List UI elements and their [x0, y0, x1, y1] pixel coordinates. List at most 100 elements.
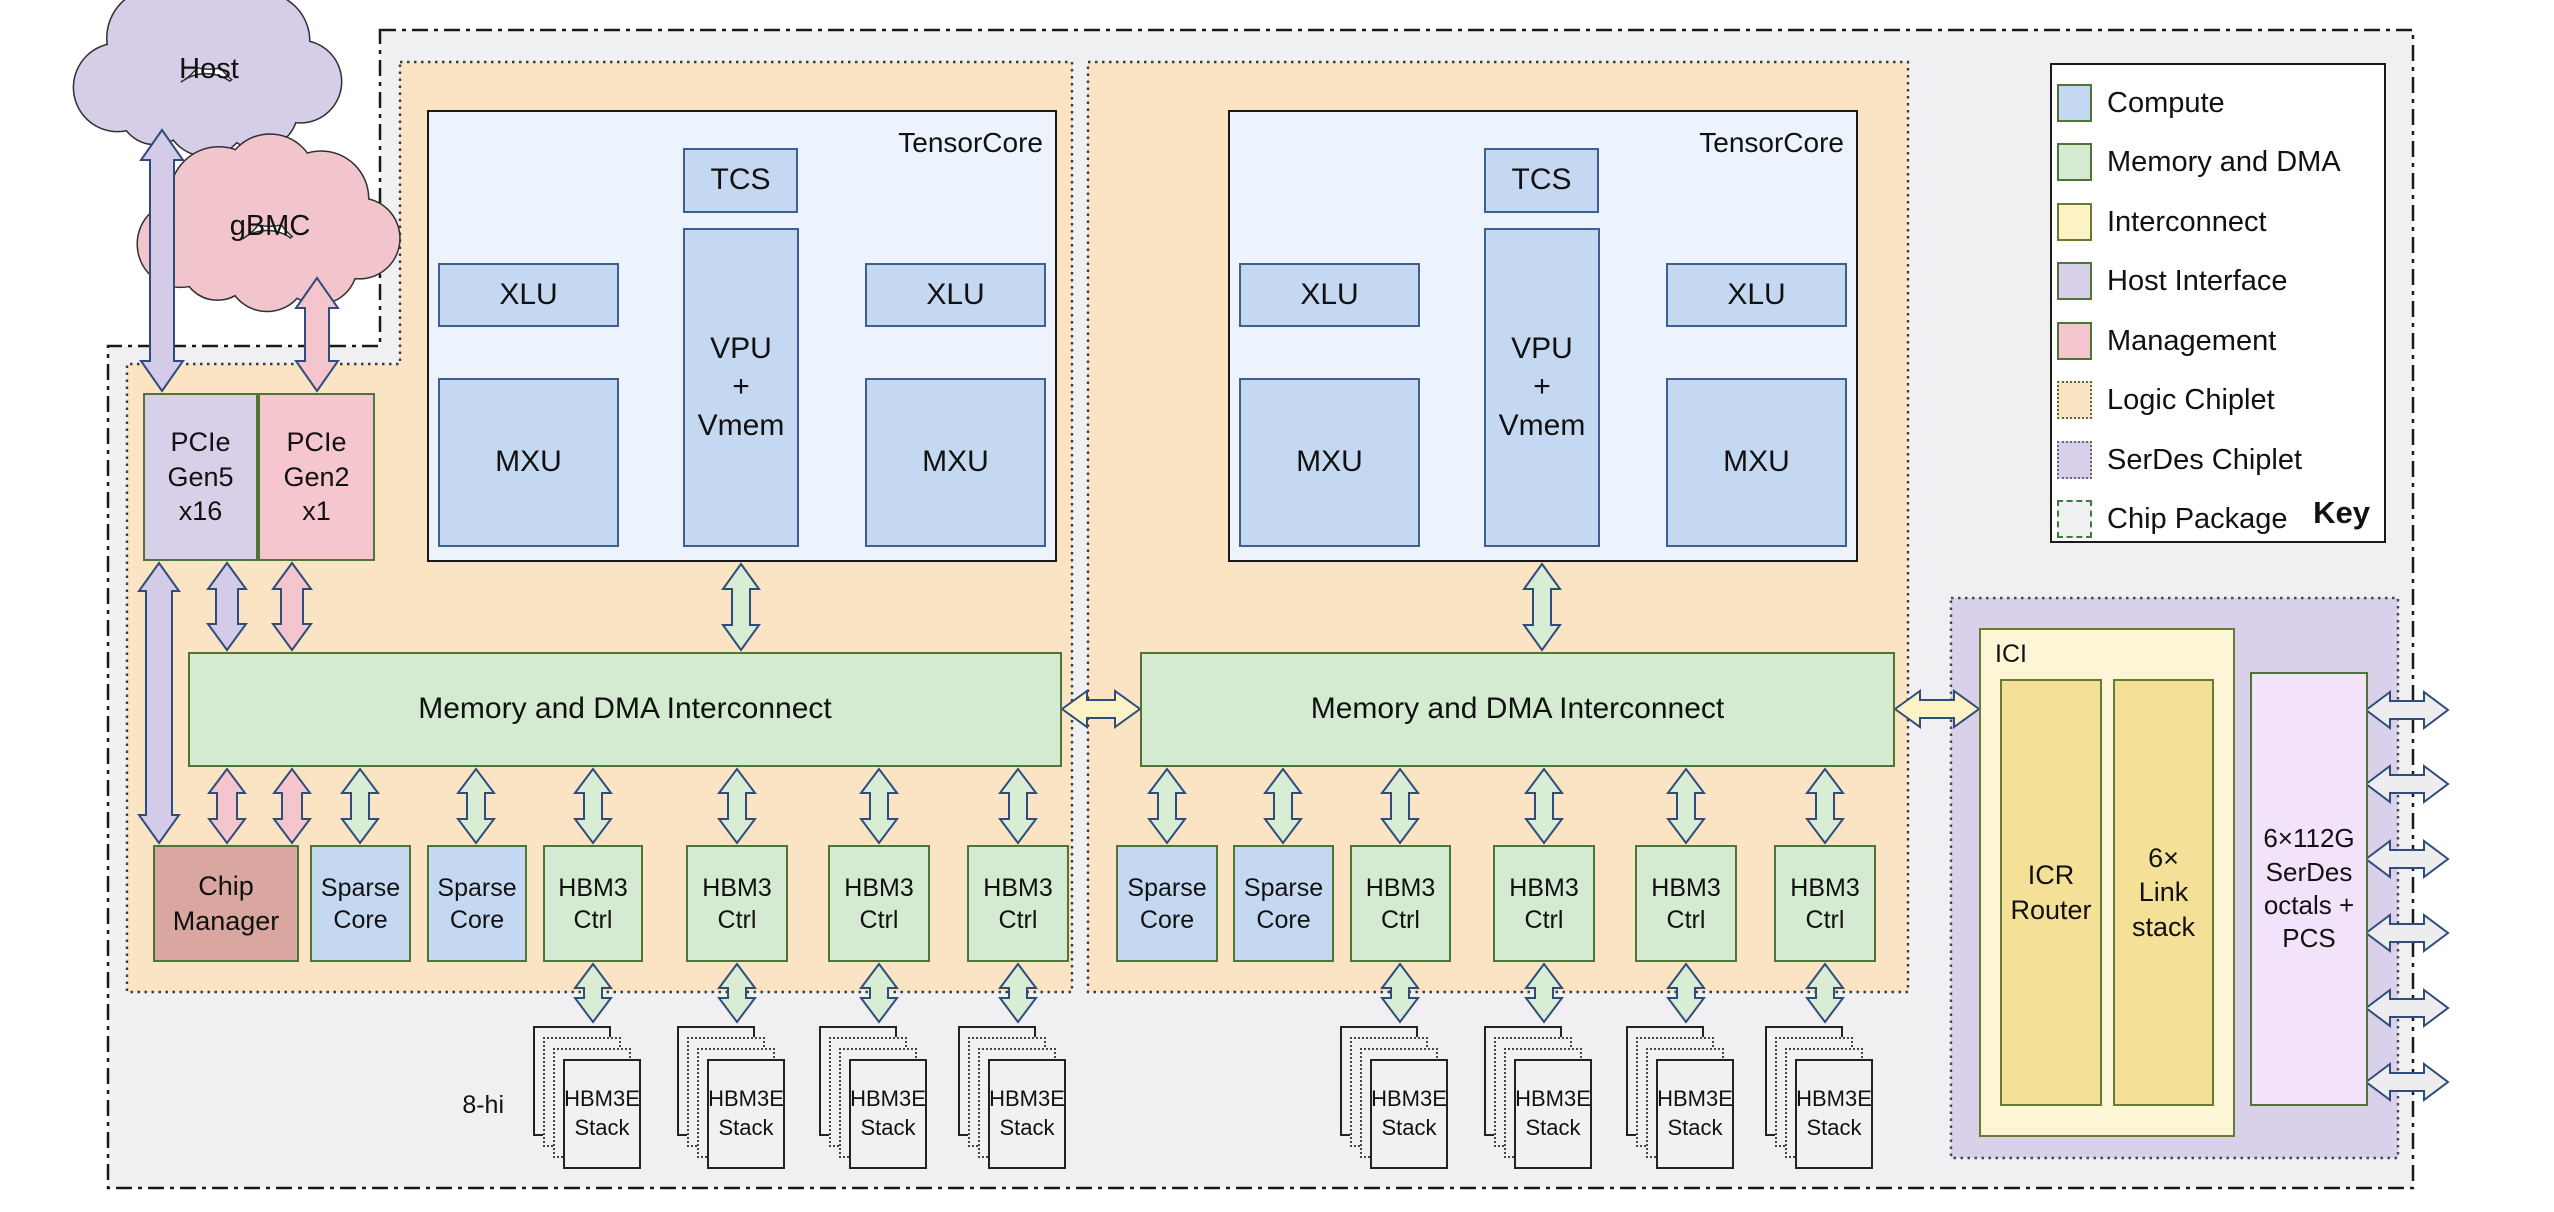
double-arrow-horizontal [2364, 988, 2450, 1028]
mxu-box-1-left: MXU [438, 378, 619, 547]
logic-chiplet-swatch [2057, 381, 2092, 419]
chip-manager-box: Chip Manager [153, 845, 299, 962]
double-arrow-vertical [1805, 962, 1845, 1024]
xlu-box-1-right: XLU [865, 263, 1046, 327]
double-arrow-vertical [573, 767, 613, 845]
double-arrow-vertical [1522, 562, 1562, 652]
gbmc-cloud [136, 133, 401, 313]
hbm3e-stack-front: HBM3E Stack [1795, 1059, 1873, 1169]
chip-package-swatch [2057, 500, 2092, 538]
pcie-gen2-box: PCIe Gen2 x1 [258, 393, 375, 561]
double-arrow-vertical [1380, 767, 1420, 845]
pcie-gen5-box: PCIe Gen5 x16 [143, 393, 258, 561]
host-cloud-label: Host [179, 53, 239, 86]
tcs-box-2: TCS [1484, 148, 1599, 213]
legend-label: SerDes Chiplet [2107, 444, 2303, 476]
tensorcore-1-title: TensorCore [898, 127, 1043, 159]
sparse-core-box-1: Sparse Core [310, 845, 411, 962]
double-arrow-vertical [1524, 962, 1564, 1024]
double-arrow-vertical [998, 767, 1038, 845]
legend-label: Management [2107, 325, 2277, 357]
sparse-core-box-2: Sparse Core [427, 845, 527, 962]
double-arrow-vertical [1666, 767, 1706, 845]
xlu-box-2-left: XLU [1239, 263, 1420, 327]
double-arrow-horizontal [2364, 913, 2450, 953]
ici-title: ICI [1995, 640, 2027, 668]
legend-label: Compute [2107, 87, 2225, 119]
double-arrow-vertical [717, 767, 757, 845]
host-cloud-bump [119, 71, 192, 144]
hbm3e-stack-front: HBM3E Stack [849, 1059, 927, 1169]
legend-label: Logic Chiplet [2107, 384, 2275, 416]
hbm3-ctrl-box-2: HBM3 Ctrl [686, 845, 788, 962]
vpu-vmem-box-1: VPU + Vmem [683, 228, 799, 547]
double-arrow-vertical [721, 562, 761, 652]
legend-label: Chip Package [2107, 503, 2288, 535]
legend-row-chip-package: Chip Package [2052, 500, 2384, 540]
double-arrow-vertical [1263, 767, 1303, 845]
memory-dma-interconnect-2: Memory and DMA Interconnect [1140, 652, 1895, 767]
memory-dma-interconnect-1: Memory and DMA Interconnect [188, 652, 1062, 767]
double-arrow-horizontal [2364, 764, 2450, 804]
mxu-box-2-left: MXU [1239, 378, 1420, 547]
hbm3-ctrl-box-5: HBM3 Ctrl [1350, 845, 1451, 962]
link-stack-box: 6× Link stack [2113, 679, 2214, 1106]
host-cloud [72, 0, 343, 158]
compute-swatch [2057, 84, 2092, 122]
double-arrow-vertical [139, 128, 185, 393]
double-arrow-vertical [1380, 962, 1420, 1024]
double-arrow-vertical [1666, 962, 1706, 1024]
host-interface-swatch [2057, 262, 2092, 300]
double-arrow-vertical [206, 561, 248, 652]
interconnect-swatch [2057, 203, 2092, 241]
hbm3-ctrl-box-3: HBM3 Ctrl [828, 845, 930, 962]
double-arrow-horizontal [2364, 839, 2450, 879]
stack-height-label: 8-hi [462, 1091, 504, 1119]
xlu-box-1-left: XLU [438, 263, 619, 327]
double-arrow-vertical [340, 767, 380, 845]
hbm3-ctrl-box-8: HBM3 Ctrl [1774, 845, 1876, 962]
double-arrow-vertical [456, 767, 496, 845]
hbm3-ctrl-box-1: HBM3 Ctrl [543, 845, 643, 962]
mxu-box-2-right: MXU [1666, 378, 1847, 547]
hbm3e-stack-front: HBM3E Stack [1514, 1059, 1592, 1169]
hbm3-ctrl-box-6: HBM3 Ctrl [1493, 845, 1595, 962]
legend-row-logic-chiplet: Logic Chiplet [2052, 381, 2384, 421]
memory-dma-swatch [2057, 143, 2092, 181]
double-arrow-horizontal [2364, 690, 2450, 730]
double-arrow-vertical [1805, 767, 1845, 845]
legend-label: Host Interface [2107, 265, 2288, 297]
key-title: Key [2313, 495, 2370, 530]
legend-row-serdes-chiplet: SerDes Chiplet [2052, 441, 2384, 481]
key-legend: Compute Memory and DMA Interconnect Host… [2050, 63, 2386, 543]
serdes-octals-box: 6×112G SerDes octals + PCS [2250, 672, 2368, 1106]
double-arrow-vertical [294, 276, 340, 393]
hbm3e-stack-front: HBM3E Stack [988, 1059, 1066, 1169]
serdes-chiplet-swatch [2057, 441, 2092, 479]
double-arrow-vertical [1147, 767, 1187, 845]
double-arrow-vertical [717, 962, 757, 1024]
legend-row-host-interface: Host Interface [2052, 262, 2384, 302]
double-arrow-vertical [859, 767, 899, 845]
double-arrow-vertical [1524, 767, 1564, 845]
sparse-core-box-4: Sparse Core [1233, 845, 1334, 962]
sparse-core-box-3: Sparse Core [1116, 845, 1218, 962]
legend-row-compute: Compute [2052, 84, 2384, 124]
tensorcore-2-title: TensorCore [1699, 127, 1844, 159]
double-arrow-vertical [998, 962, 1038, 1024]
double-arrow-vertical [859, 962, 899, 1024]
legend-label: Interconnect [2107, 206, 2267, 238]
hbm3e-stack-front: HBM3E Stack [563, 1059, 641, 1169]
xlu-box-2-right: XLU [1666, 263, 1847, 327]
legend-row-memory: Memory and DMA [2052, 143, 2384, 183]
double-arrow-vertical [137, 561, 181, 845]
hbm3-ctrl-box-7: HBM3 Ctrl [1635, 845, 1737, 962]
double-arrow-vertical [272, 767, 312, 845]
hbm3e-stack-front: HBM3E Stack [1656, 1059, 1734, 1169]
hbm3e-stack-front: HBM3E Stack [1370, 1059, 1448, 1169]
gbmc-cloud-bump [181, 228, 253, 300]
double-arrow-vertical [573, 962, 613, 1024]
tcs-box-1: TCS [683, 148, 798, 213]
legend-row-interconnect: Interconnect [2052, 203, 2384, 243]
